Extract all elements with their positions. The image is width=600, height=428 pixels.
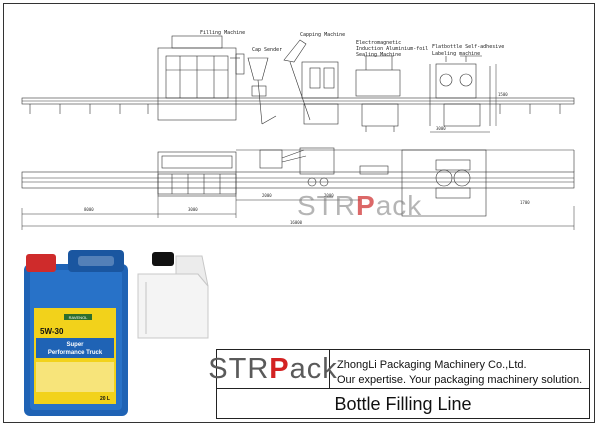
company-text: ZhongLi Packaging Machinery Co.,Ltd. Our… [337,358,582,388]
product-name-2: Performance Truck [48,350,103,356]
dim-height-a: 1500 [498,92,508,97]
plan-conveyor [21,171,575,189]
labeling-machine-drawing [429,55,491,127]
induction-sealer-drawing [355,55,401,132]
title-row: Bottle Filling Line [217,388,589,419]
product-name-1: Super [66,342,84,348]
label-capping-machine: Capping Machine [300,32,345,38]
dim-outfeed: 1700 [520,200,530,205]
line-drawing: Filling Machine Cap Sender Capping Machi… [21,30,575,230]
white-jerrycan-image [137,252,209,339]
dim-labeling: 3000 [436,126,446,131]
dim-infeed: 8000 [84,207,94,212]
cap-sender-drawing [247,57,277,125]
company-name: ZhongLi Packaging Machinery Co.,Ltd. [337,359,527,371]
product-brand: RAVENOL [69,315,89,320]
elevation-view [21,35,575,132]
product-grade: 5W-30 [40,327,64,336]
blue-jerrycan-image: RAVENOL 5W-30 Super Performance Truck 20… [24,250,128,416]
page-title: Bottle Filling Line [334,393,472,414]
filling-machine-drawing [157,35,245,121]
dimension-lines [21,64,575,230]
label-labeling-1: Flatbottle Self-adhesive [432,44,504,50]
label-induction-2: Induction Aluminium-foil [356,46,428,52]
product-images: RAVENOL 5W-30 Super Performance Truck 20… [24,250,209,416]
dim-cap: 2000 [262,193,272,198]
label-induction-1: Electromagnetic [356,40,401,46]
label-labeling-2: Labeling machine [432,51,480,57]
watermark-logo: STRPack [297,190,423,221]
dim-total: 16000 [290,220,303,225]
label-filling-machine: Filling Machine [200,30,245,36]
label-cap-sender: Cap Sender [252,47,282,53]
company-slogan: Our expertise. Your packaging machinery … [337,374,583,386]
dim-filling: 3000 [188,207,198,212]
product-volume: 20 L [100,396,110,402]
label-induction-3: Sealing Machine [356,52,401,58]
dim-capping: 2000 [324,193,334,198]
page-frame [3,3,595,423]
capping-machine-drawing [283,39,339,125]
plan-view [21,147,575,217]
